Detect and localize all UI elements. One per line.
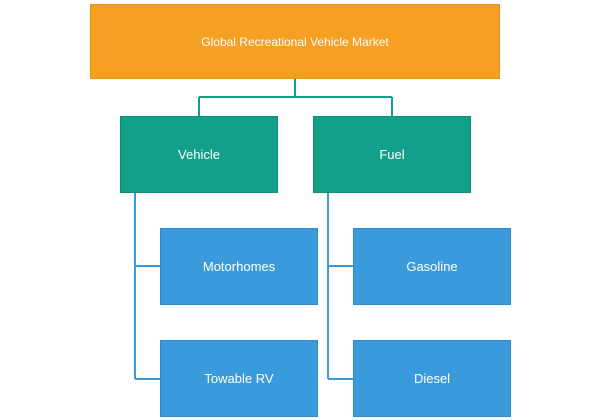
root-node-label: Global Recreational Vehicle Market xyxy=(201,34,389,49)
category-node-fuel-label: Fuel xyxy=(379,147,405,162)
category-node-vehicle-label: Vehicle xyxy=(178,147,220,162)
leaf-node-motorhomes: Motorhomes xyxy=(160,228,318,305)
fuel-connector xyxy=(327,193,353,380)
leaf-node-motorhomes-label: Motorhomes xyxy=(202,259,276,274)
root-connector xyxy=(198,79,393,116)
category-node-fuel: Fuel xyxy=(313,116,471,193)
leaf-node-towable-rv: Towable RV xyxy=(160,340,318,417)
category-node-vehicle: Vehicle xyxy=(120,116,278,193)
root-node: Global Recreational Vehicle Market xyxy=(90,4,500,79)
leaf-node-gasoline: Gasoline xyxy=(353,228,511,305)
leaf-node-gasoline-label: Gasoline xyxy=(406,259,458,274)
leaf-node-towable-rv-label: Towable RV xyxy=(204,371,274,386)
leaf-node-diesel-label: Diesel xyxy=(413,371,451,386)
vehicle-connector xyxy=(134,193,160,380)
leaf-node-diesel: Diesel xyxy=(353,340,511,417)
